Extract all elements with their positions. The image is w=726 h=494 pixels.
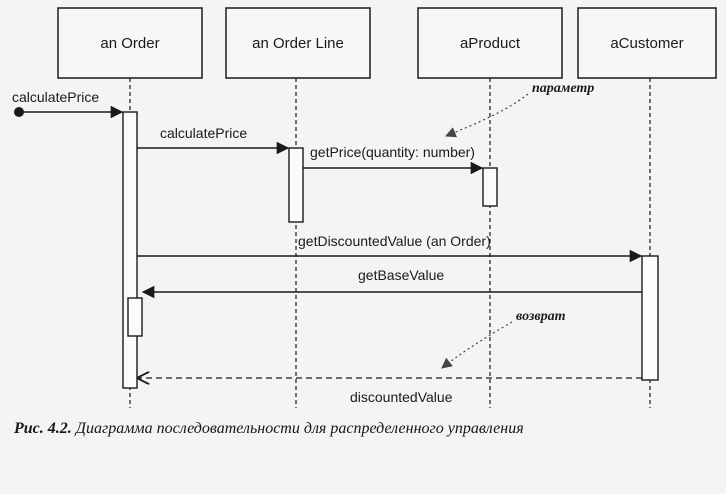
object-name-an-order-line: an Order Line bbox=[252, 35, 344, 52]
object-box-an-order-line bbox=[225, 7, 371, 79]
message-label-get-price: getPrice(quantity: number) bbox=[310, 144, 475, 160]
object-box-a-customer bbox=[577, 7, 717, 79]
object-box-an-order bbox=[57, 7, 203, 79]
message-label-get-discounted-value: getDiscountedValue (an Order) bbox=[298, 233, 491, 249]
message-label-get-base-value: getBaseValue bbox=[358, 267, 444, 283]
annotation-parameter: параметр bbox=[532, 81, 594, 96]
activation-a-customer bbox=[641, 255, 659, 381]
annotation-pointer-return bbox=[441, 321, 513, 369]
sequence-diagram: an Order an Order Line aProduct aCustome… bbox=[12, 7, 717, 408]
activation-a-product bbox=[482, 167, 498, 207]
message-label-discounted-value: discountedValue bbox=[350, 389, 453, 405]
activation-an-order bbox=[122, 111, 138, 389]
found-message-dot bbox=[14, 107, 24, 117]
figure-caption: Рис. 4.2. Диаграмма последовательности д… bbox=[14, 420, 524, 438]
annotation-return: возврат bbox=[516, 309, 566, 324]
figure-number: Рис. 4.2. bbox=[14, 420, 72, 437]
annotation-pointer-parameter bbox=[445, 93, 529, 138]
activation-an-order-nested bbox=[127, 297, 143, 337]
object-box-a-product bbox=[417, 7, 563, 79]
object-name-a-product: aProduct bbox=[460, 35, 521, 52]
activation-an-order-line bbox=[288, 147, 304, 223]
message-label-calculate-price: calculatePrice bbox=[160, 125, 247, 141]
figure-title: Диаграмма последовательности для распред… bbox=[75, 420, 524, 437]
object-name-an-order: an Order bbox=[100, 35, 159, 52]
object-name-a-customer: aCustomer bbox=[610, 35, 683, 52]
message-label-calculate-price-found: calculatePrice bbox=[12, 89, 99, 105]
